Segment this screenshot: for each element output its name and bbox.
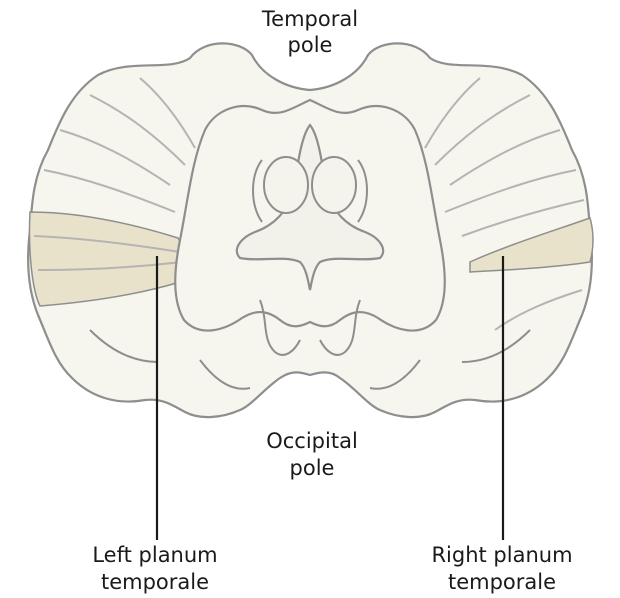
- temporal-pole-label-line2: pole: [288, 33, 333, 57]
- left-planum-label-line1: Left planum: [92, 543, 217, 567]
- temporal-pole-label-line1: Temporal: [261, 7, 358, 31]
- occipital-pole-label-line2: pole: [290, 456, 335, 480]
- left-thalamus: [264, 157, 308, 213]
- right-planum-label-line1: Right planum: [431, 543, 572, 567]
- right-thalamus: [312, 157, 356, 213]
- left-planum-label-line2: temporale: [101, 570, 209, 594]
- right-planum-label-line2: temporale: [448, 570, 556, 594]
- occipital-pole-label-line1: Occipital: [266, 429, 358, 453]
